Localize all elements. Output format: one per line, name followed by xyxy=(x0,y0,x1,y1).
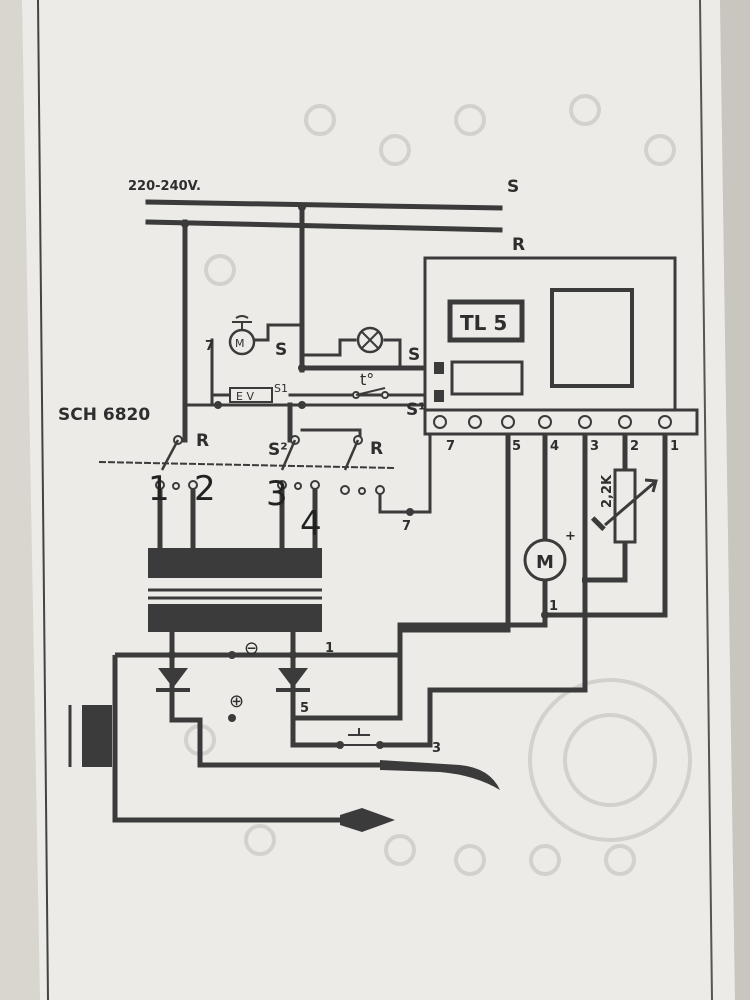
ev-valve xyxy=(229,387,273,403)
show-through-marks xyxy=(184,94,692,876)
connection-nodes xyxy=(168,203,549,749)
tl5-relay xyxy=(450,360,524,396)
diode-left xyxy=(156,668,190,692)
wire-1-label: 1 xyxy=(325,641,334,656)
thermostat-switch xyxy=(352,387,389,399)
hand-label-3: 3 xyxy=(266,474,288,514)
switch-s2-label: S² xyxy=(268,440,288,460)
motor-label: M xyxy=(536,552,554,573)
phase-s-label: S xyxy=(507,177,519,197)
switch-r1-label: R xyxy=(196,431,209,451)
welding-torch xyxy=(380,760,500,790)
ev-label: E V xyxy=(236,390,254,403)
wire-3 xyxy=(380,420,588,748)
motor-plus-label: + xyxy=(565,529,576,544)
lamp-s-label: S xyxy=(408,345,420,365)
hand-label-2: 2 xyxy=(194,469,216,509)
wire-lamp xyxy=(300,338,357,357)
switch-blades xyxy=(160,439,360,471)
mains-line-s xyxy=(145,199,503,211)
fan-number: 7 xyxy=(205,339,214,354)
terminal-5: 5 xyxy=(512,439,521,454)
hand-label-1: 1 xyxy=(148,469,170,509)
output-connector xyxy=(82,705,112,767)
terminal-7: 7 xyxy=(446,439,455,454)
terminal-3: 3 xyxy=(590,439,599,454)
s1-right-label: S¹ xyxy=(406,400,426,420)
tl5-terminal-strip xyxy=(423,408,699,436)
fan-icon xyxy=(232,315,252,330)
wire-fan-top xyxy=(253,323,304,342)
earth-clamp xyxy=(340,808,395,832)
wire-3-label: 3 xyxy=(432,741,441,756)
torch-switch xyxy=(342,728,380,746)
terminal-4: 4 xyxy=(550,439,559,454)
wire-motor xyxy=(542,420,668,618)
tl5-input-pins xyxy=(434,362,444,402)
terminal-2: 2 xyxy=(630,439,639,454)
resistor-mark xyxy=(590,516,606,532)
minus-label: ⊖ xyxy=(244,638,259,659)
switch-r2-label: R xyxy=(370,439,383,459)
wire-5-label: 5 xyxy=(300,701,309,716)
phase-r-label: R xyxy=(512,235,525,255)
board-label: TL 5 xyxy=(460,311,507,335)
s1-left-label: S1 xyxy=(274,382,288,395)
paper-border xyxy=(37,0,49,1000)
fan-s-label: S xyxy=(275,340,287,360)
model-label: SCH 6820 xyxy=(58,405,150,425)
terminal-screws xyxy=(433,415,672,429)
tl5-display xyxy=(550,288,634,388)
paper-right-edge xyxy=(720,0,750,1000)
lamp-cross xyxy=(361,331,379,349)
transformer-secondary xyxy=(148,604,322,632)
diode-right xyxy=(276,668,310,692)
transformer-primary xyxy=(148,548,322,578)
paper-border-right xyxy=(699,0,713,1000)
wire-out-left xyxy=(112,655,345,823)
hand-label-4: 4 xyxy=(300,504,322,544)
fan-m: M xyxy=(235,337,245,350)
potentiometer-arrow xyxy=(604,478,658,527)
thermo-label: t° xyxy=(360,370,374,389)
plus-label: ⊕ xyxy=(229,691,244,712)
wire-1 xyxy=(397,420,548,655)
motor-wire-1-label: 1 xyxy=(549,599,558,614)
mains-line-r xyxy=(145,219,503,233)
node-7-label: 7 xyxy=(402,519,411,534)
resistor-label: 2,2K xyxy=(600,474,615,508)
motor-symbol xyxy=(523,538,567,582)
voltage-label: 220-240V. xyxy=(128,179,201,194)
terminal-1: 1 xyxy=(670,439,679,454)
tl5-label-box xyxy=(447,299,525,343)
